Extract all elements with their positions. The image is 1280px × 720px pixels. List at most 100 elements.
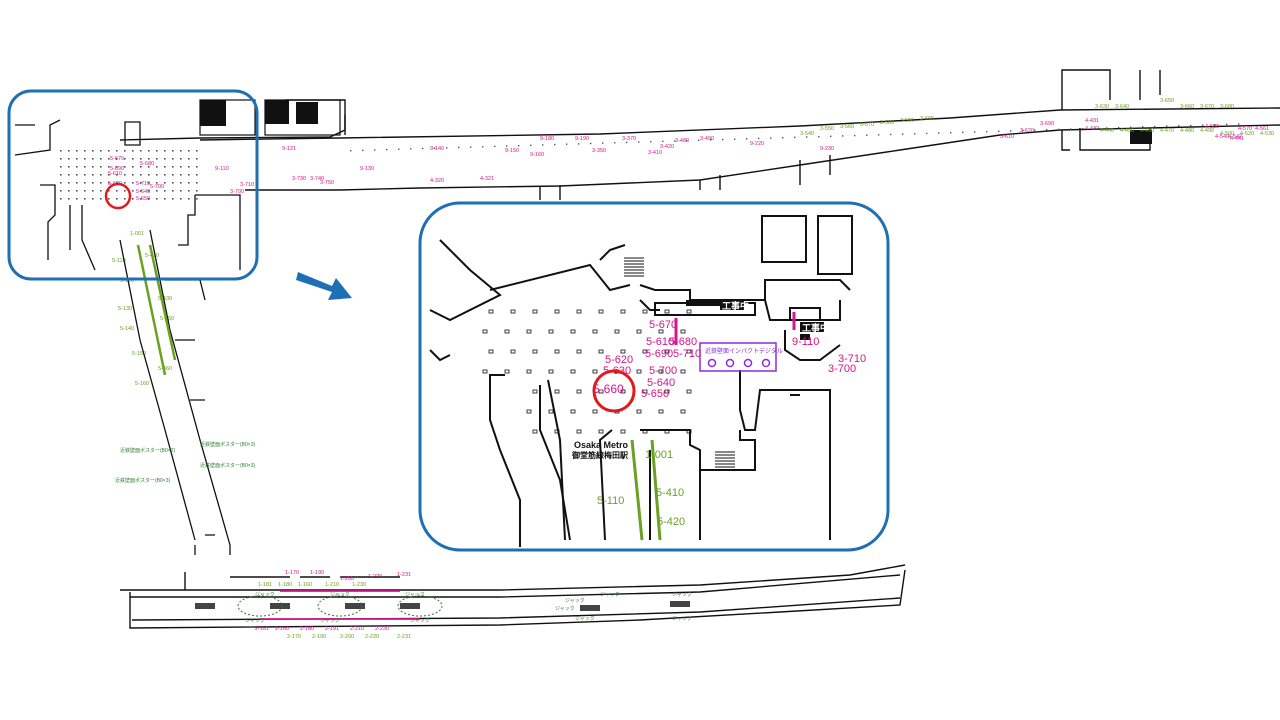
floor-dot <box>196 182 198 184</box>
floor-mark <box>598 309 604 314</box>
floor-dot <box>1034 129 1036 131</box>
floor-dot <box>1190 124 1192 127</box>
overview-code-green: 3-640 <box>1115 104 1129 110</box>
floor-dot <box>164 198 166 200</box>
floor-dot <box>172 174 174 176</box>
floor-dot <box>60 158 62 160</box>
floor-dot <box>758 137 760 140</box>
floor-mark <box>576 349 582 354</box>
overview-code-green: 4-470 <box>1160 128 1174 134</box>
floor-mark <box>488 309 494 314</box>
floor-dot <box>1058 128 1060 131</box>
overview-code-magenta: 3-490 <box>700 136 714 142</box>
floor-dot <box>68 190 70 192</box>
overview-code-magenta: 3-420 <box>660 144 674 150</box>
floor-dot <box>494 145 496 148</box>
overview-left-walls <box>14 119 241 271</box>
overview-code-magenta: 9-140 <box>430 146 444 152</box>
floor-mark <box>598 389 604 394</box>
floor-dot <box>68 198 70 200</box>
platform-code-top: 1-231 <box>397 572 411 578</box>
floor-dot <box>92 150 94 152</box>
floor-mark <box>642 429 648 434</box>
floor-dot <box>60 198 62 200</box>
floor-mark <box>686 429 692 434</box>
floor-mark <box>554 349 560 354</box>
floor-dot <box>140 158 142 160</box>
floor-dot <box>386 148 388 151</box>
floor-dot <box>806 136 808 138</box>
zoom-location-marker <box>592 369 636 413</box>
floor-dot <box>68 166 70 168</box>
platform-bench <box>670 601 690 607</box>
floor-dot <box>506 145 508 147</box>
overview-code-magenta: 9-150 <box>505 148 519 154</box>
floor-mark <box>592 409 598 414</box>
floor-dot <box>842 135 844 137</box>
overview-code-magenta: 5-700 <box>150 184 164 190</box>
floor-dot <box>100 150 102 152</box>
floor-mark <box>680 369 686 374</box>
floor-dot <box>84 158 86 160</box>
floor-dot <box>124 182 126 184</box>
floor-mark <box>554 389 560 394</box>
overview-code-magenta: 4-540 <box>1215 134 1229 140</box>
floor-dot <box>1070 128 1072 130</box>
floor-dot <box>446 147 448 149</box>
platform-code-bottom: 2-181 <box>255 626 269 632</box>
floor-mark <box>554 309 560 314</box>
floor-mark <box>658 409 664 414</box>
floor-dot <box>76 158 78 160</box>
floor-dot <box>1046 129 1048 131</box>
floor-dot <box>650 141 652 143</box>
overview-code-magenta: 3-710 <box>240 182 254 188</box>
floor-dot <box>1130 126 1132 128</box>
floor-mark <box>576 429 582 434</box>
overview-code-magenta: 3-620 <box>1020 128 1034 134</box>
platform-code-bottom: 2-230 <box>375 626 389 632</box>
floor-dot <box>84 150 86 152</box>
platform-code-bottom: 2-180 <box>300 626 314 632</box>
floor-dot <box>116 182 118 184</box>
floor-dot <box>350 150 352 152</box>
floor-dot <box>164 190 166 192</box>
floor-dot <box>974 131 976 133</box>
floor-dot <box>962 131 964 134</box>
floor-dot <box>100 166 102 168</box>
floor-dot <box>986 130 988 133</box>
platform-code-bottom: 2-210 <box>350 626 364 632</box>
overview-code-magenta: 3-350 <box>592 148 606 154</box>
platform-code-top: 1-220 <box>368 574 382 580</box>
jack-zone <box>317 595 363 617</box>
construction-label-2: 工事中 <box>802 322 829 333</box>
impact-digital-banner: 近鉄壁面インパクトデジタル <box>699 342 783 372</box>
floor-dot <box>164 158 166 160</box>
overview-code-green: 3-590 <box>900 118 914 124</box>
floor-dot <box>866 134 868 136</box>
jack-label: ジャック <box>245 618 265 624</box>
station-name-jp: 御堂筋線梅田駅 <box>571 450 629 460</box>
jack-label: ジャック <box>600 592 620 598</box>
floor-dot <box>770 137 772 139</box>
floor-dot <box>116 150 118 152</box>
floor-dot <box>132 166 134 168</box>
floor-dot <box>188 174 190 176</box>
overview-code-green: 3-680 <box>1220 104 1234 110</box>
floor-dot <box>926 132 928 135</box>
floor-dot <box>140 198 142 200</box>
floor-dot <box>578 143 580 145</box>
floor-dot <box>148 166 150 168</box>
floor-dot <box>92 174 94 176</box>
floor-mark <box>532 309 538 314</box>
overview-code-magenta: 9-180 <box>540 136 554 142</box>
overview-highlight-frame <box>7 89 259 281</box>
overview-code-magenta: 5-620 <box>108 181 122 187</box>
overview-code-green: 5-140 <box>120 326 134 332</box>
floor-mark <box>658 329 664 334</box>
impact-digital-label: 近鉄壁面インパクトデジタル <box>705 347 783 355</box>
floor-dot <box>398 148 400 150</box>
floor-dot <box>374 149 376 151</box>
overview-code-magenta: 5-650 <box>136 196 150 202</box>
floor-dot <box>76 198 78 200</box>
